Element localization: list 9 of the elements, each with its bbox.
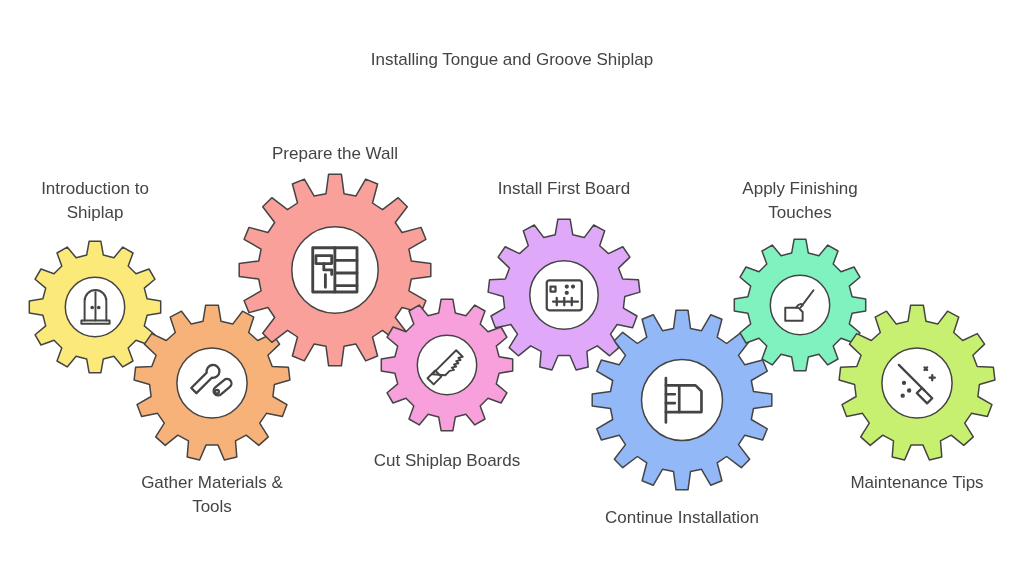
step-label: Cut Shiplap Boards <box>372 450 522 472</box>
step-label: Continue Installation <box>603 507 760 529</box>
step-label: Gather Materials & Tools <box>140 472 284 518</box>
step-label: Apply Finishing Touches <box>741 178 859 224</box>
step-label: Maintenance Tips <box>849 472 985 494</box>
diagram-title: Installing Tongue and Groove Shiplap <box>369 50 655 70</box>
step-label: Prepare the Wall <box>271 143 399 165</box>
step-label: Introduction to Shiplap <box>40 178 150 224</box>
step-label: Install First Board <box>496 178 632 200</box>
